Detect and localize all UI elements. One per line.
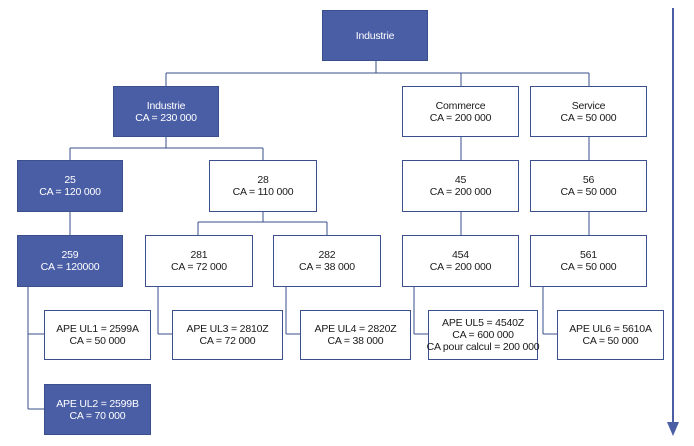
node-value: CA = 50 000 (69, 335, 126, 347)
node-ape-ul6: APE UL6 = 5610A CA = 50 000 (557, 310, 664, 360)
node-commerce: Commerce CA = 200 000 (402, 86, 519, 137)
node-label: Industrie (355, 29, 395, 42)
node-value: CA = 230 000 (135, 111, 197, 124)
node-282: 282 CA = 38 000 (273, 235, 381, 287)
node-label: APE UL3 = 2810Z (186, 323, 269, 335)
node-label: 454 (452, 249, 469, 261)
node-label: 25 (64, 174, 76, 186)
node-25: 25 CA = 120 000 (17, 160, 123, 212)
node-ape-ul1: APE UL1 = 2599A CA = 50 000 (44, 310, 151, 360)
node-label: 259 (61, 249, 79, 261)
node-45: 45 CA = 200 000 (402, 160, 519, 212)
node-259: 259 CA = 120000 (17, 235, 123, 287)
node-value: CA = 200 000 (429, 111, 492, 124)
node-label: APE UL1 = 2599A (56, 323, 139, 335)
node-value: CA = 50 000 (582, 335, 639, 347)
node-value: CA = 72 000 (199, 335, 256, 347)
node-label: APE UL5 = 4540Z (442, 317, 524, 329)
node-label: 56 (582, 174, 595, 186)
node-561: 561 CA = 50 000 (530, 235, 647, 287)
node-label: APE UL6 = 5610A (569, 323, 652, 335)
node-454: 454 CA = 200 000 (402, 235, 519, 287)
node-ape-ul4: APE UL4 = 2820Z CA = 38 000 (300, 310, 411, 360)
node-value: CA = 200 000 (429, 186, 492, 198)
node-value: CA = 72 000 (171, 261, 227, 273)
node-value: CA = 110 000 (232, 186, 294, 198)
node-label: 45 (454, 174, 467, 186)
node-ape-ul2: APE UL2 = 2599B CA = 70 000 (44, 384, 151, 435)
node-label: 282 (318, 249, 336, 261)
node-value: CA = 38 000 (299, 261, 355, 273)
node-value: CA = 50 000 (560, 186, 617, 198)
node-value: CA = 200 000 (429, 261, 492, 273)
node-label: Industrie (146, 99, 186, 112)
node-label: Commerce (435, 99, 486, 112)
node-value: CA = 38 000 (327, 335, 384, 347)
node-root-industrie: Industrie (322, 10, 428, 61)
node-service: Service CA = 50 000 (530, 86, 647, 137)
node-value-calc: CA pour calcul = 200 000 (426, 341, 540, 353)
node-label: Service (571, 99, 606, 112)
node-56: 56 CA = 50 000 (530, 160, 647, 212)
node-28: 28 CA = 110 000 (209, 160, 317, 212)
node-value: CA = 120000 (40, 261, 100, 273)
node-industrie: Industrie CA = 230 000 (113, 86, 219, 137)
node-ape-ul3: APE UL3 = 2810Z CA = 72 000 (172, 310, 283, 360)
node-label: 28 (257, 174, 269, 186)
node-value: CA = 50 000 (560, 111, 617, 124)
node-label: 281 (190, 249, 208, 261)
node-value: CA = 120 000 (39, 186, 101, 198)
node-label: 561 (580, 249, 597, 261)
node-value: CA = 50 000 (560, 261, 617, 273)
node-label: APE UL4 = 2820Z (314, 323, 397, 335)
down-arrow-icon (667, 8, 679, 436)
node-281: 281 CA = 72 000 (145, 235, 253, 287)
node-value: CA = 70 000 (69, 409, 126, 422)
node-label: APE UL2 = 2599B (56, 397, 139, 410)
node-ape-ul5: APE UL5 = 4540Z CA = 600 000 CA pour cal… (426, 310, 540, 360)
node-value: CA = 600 000 (452, 329, 514, 341)
